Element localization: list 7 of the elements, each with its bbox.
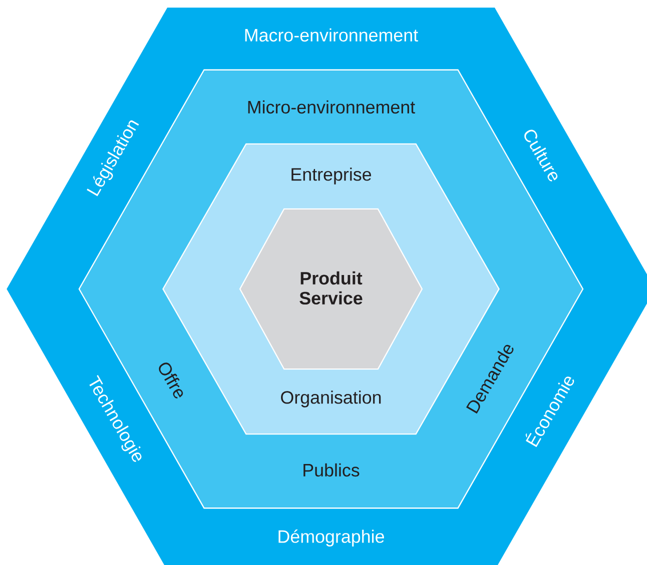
band-label: Produit Service: [300, 271, 362, 305]
band-label: Démographie: [278, 530, 384, 546]
band-label: Macro-environnement: [245, 28, 418, 42]
band-label: Organisation: [281, 390, 381, 408]
band-label: Publics: [304, 463, 360, 477]
band-label: Entreprise: [292, 168, 372, 184]
band-label: Micro-environnement: [248, 100, 416, 114]
